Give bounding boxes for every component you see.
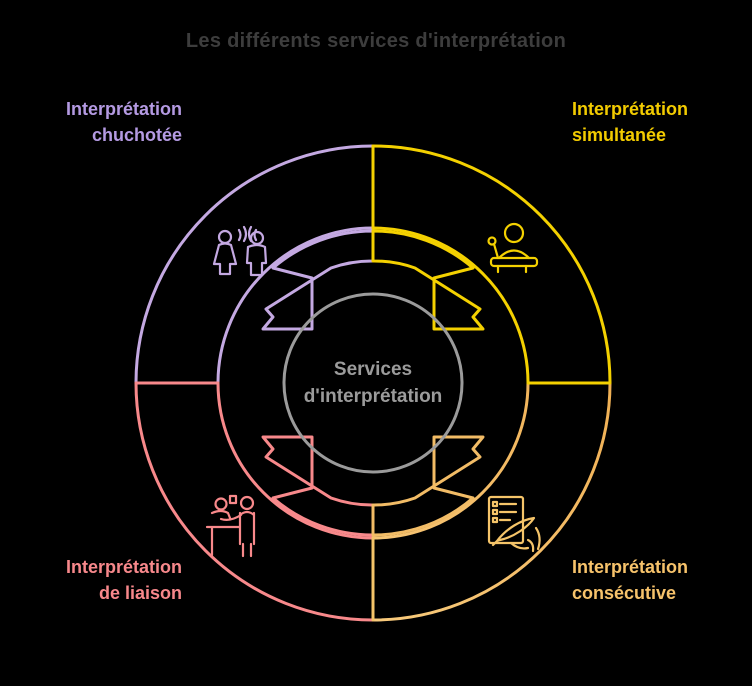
notes-bullet-1 — [491, 500, 499, 508]
liaison-left-head — [214, 497, 228, 511]
liaison-hand — [228, 494, 238, 505]
ring-arc-top-right — [371, 144, 612, 385]
liaison-arm — [219, 513, 243, 521]
label-line: de liaison — [98, 583, 182, 603]
liaison-right-body — [238, 510, 256, 558]
speaker-desk — [489, 256, 539, 268]
label-line: Interprétation — [65, 557, 182, 577]
writing-hand — [509, 526, 541, 553]
label-interpretation-simultanee: Interprétation simultanée — [572, 96, 742, 148]
speaker-shoulders — [497, 249, 531, 260]
arrow-top-left — [261, 229, 375, 331]
cycle-arrows — [261, 229, 485, 537]
speaker-desk-legs — [496, 264, 528, 274]
speaker-head — [503, 222, 525, 244]
liaison-right-head — [239, 495, 255, 511]
label-interpretation-consecutive: Interprétation consécutive — [572, 554, 742, 606]
speaker-at-desk-icon — [487, 222, 539, 274]
arrow-bottom-right — [371, 435, 485, 537]
center-label-line: Services — [333, 359, 413, 380]
notes-bullet-3 — [491, 516, 499, 524]
label-line: simultanée — [572, 125, 667, 145]
label-interpretation-chuchotee: Interprétation chuchotée — [30, 96, 182, 148]
inner-ring-arc-bottom-right — [371, 381, 530, 540]
label-line: chuchotée — [91, 125, 182, 145]
center-label-line: d'interprétation — [303, 386, 443, 407]
ring-arc-top-left — [134, 144, 375, 385]
arrow-bottom-left — [261, 435, 375, 537]
note-taking-quill-icon — [487, 495, 541, 553]
liaison-desk — [205, 525, 241, 557]
arrow-top-right — [371, 229, 485, 331]
liaison-meeting-icon — [205, 494, 256, 558]
whisper-left-head — [217, 229, 233, 245]
speaker-mic-stand — [492, 242, 500, 260]
outer-ring — [134, 144, 612, 622]
center-circle-label: Services d'interprétation — [273, 356, 473, 410]
label-line: Interprétation — [65, 99, 182, 119]
label-interpretation-de-liaison: Interprétation de liaison — [30, 554, 182, 606]
ring-arc-bottom-left — [134, 381, 375, 622]
liaison-left-torso — [210, 509, 232, 520]
inner-ring-arc-bottom-left — [216, 381, 375, 540]
ring-arc-bottom-right — [371, 381, 612, 622]
label-line: Interprétation — [572, 99, 689, 119]
whispering-people-icon — [212, 225, 268, 277]
inner-ring-arc-top-left — [216, 226, 375, 385]
whisper-right-head — [249, 230, 265, 246]
label-line: Interprétation — [572, 557, 689, 577]
whisper-right-body — [245, 243, 268, 277]
quill-pen — [491, 516, 536, 547]
whisper-sound-waves — [237, 225, 258, 243]
center-circle — [282, 292, 464, 474]
speaker-microphone — [487, 236, 497, 246]
page-title: Les différents services d'interprétation — [185, 30, 567, 52]
whisper-left-body — [212, 242, 238, 276]
notes-bullet-2 — [491, 508, 499, 516]
label-line: consécutive — [572, 583, 677, 603]
inner-ring-arc-top-right — [371, 226, 530, 385]
